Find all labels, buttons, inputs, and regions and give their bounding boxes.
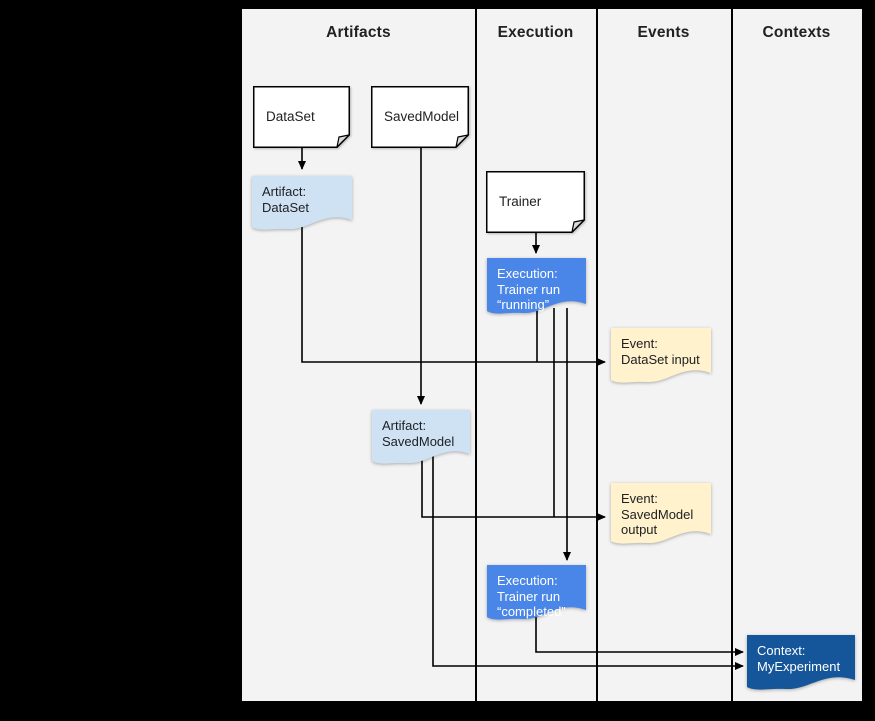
node-trainer-document: Trainer bbox=[486, 171, 585, 233]
node-label: Event: SavedModel output bbox=[621, 491, 694, 538]
node-artifact-savedmodel: Artifact: SavedModel bbox=[372, 410, 470, 464]
wave-shape-icon bbox=[747, 635, 855, 690]
column-header-execution: Execution bbox=[497, 24, 574, 41]
node-execution-completed: Execution: Trainer run “completed” bbox=[487, 565, 586, 620]
node-label: Execution: Trainer run “running” bbox=[497, 266, 561, 313]
node-label: DataSet bbox=[266, 109, 315, 125]
node-label: Event: DataSet input bbox=[621, 336, 700, 367]
node-label: Artifact: DataSet bbox=[262, 184, 309, 215]
node-execution-running: Execution: Trainer run “running” bbox=[487, 258, 586, 314]
node-dataset-document: DataSet bbox=[253, 86, 350, 148]
node-label: Execution: Trainer run “completed” bbox=[497, 573, 566, 620]
node-artifact-dataset: Artifact: DataSet bbox=[252, 176, 352, 230]
wave-shape-icon bbox=[372, 410, 470, 464]
node-event-savedmodel-output: Event: SavedModel output bbox=[611, 483, 711, 544]
column-header-events: Events bbox=[637, 24, 690, 41]
node-label: Artifact: SavedModel bbox=[382, 418, 455, 449]
node-savedmodel-document: SavedModel bbox=[371, 86, 469, 148]
document-shape-icon bbox=[253, 86, 350, 148]
document-shape-icon bbox=[371, 86, 469, 148]
column-divider-3 bbox=[731, 9, 733, 701]
wave-shape-icon bbox=[252, 176, 352, 230]
column-divider-1 bbox=[475, 9, 477, 701]
node-label: SavedModel bbox=[384, 109, 460, 125]
column-divider-2 bbox=[596, 9, 598, 701]
wave-shape-icon bbox=[611, 328, 711, 383]
node-label: Context: MyExperiment bbox=[757, 643, 841, 674]
node-context-myexperiment: Context: MyExperiment bbox=[747, 635, 855, 690]
column-header-artifacts: Artifacts bbox=[326, 24, 391, 41]
node-label: Trainer bbox=[499, 194, 542, 210]
node-event-dataset-input: Event: DataSet input bbox=[611, 328, 711, 383]
column-header-contexts: Contexts bbox=[762, 24, 831, 41]
